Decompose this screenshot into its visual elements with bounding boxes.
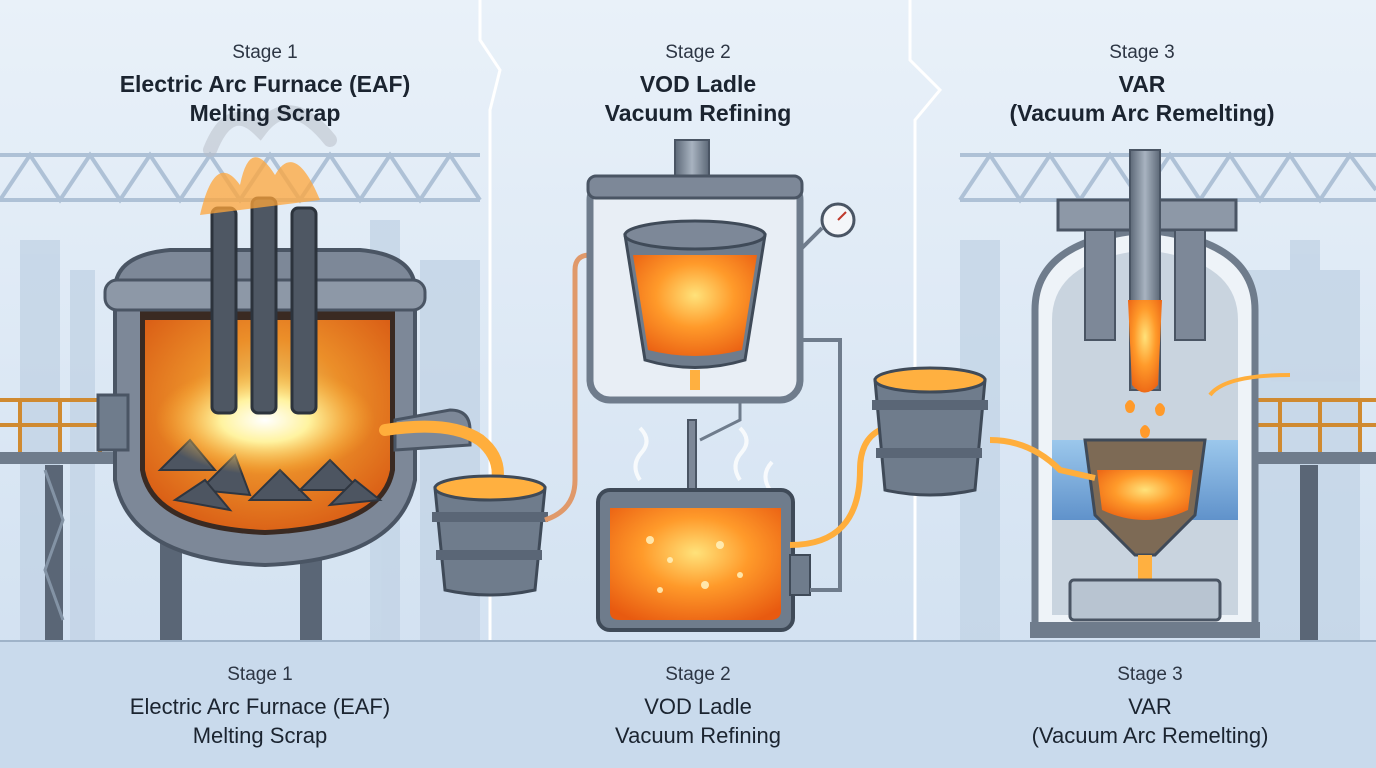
vod-ladle xyxy=(544,139,988,632)
stage-2-number-bottom: Stage 2 xyxy=(665,664,731,685)
stage-2-number-top: Stage 2 xyxy=(665,42,731,63)
stage-3-title-top: Stage 3 VAR (Vacuum Arc Remelting) xyxy=(922,42,1362,128)
stage-1-number-top: Stage 1 xyxy=(232,42,298,63)
stage-1-line2-bottom: Melting Scrap xyxy=(192,723,328,748)
stage-3-title-bottom: Stage 3 VAR (Vacuum Arc Remelting) xyxy=(930,664,1370,750)
stage-3-line2-bottom: (Vacuum Arc Remelting) xyxy=(1031,723,1269,748)
stage-1-title-top: Stage 1 Electric Arc Furnace (EAF) Melti… xyxy=(45,42,485,128)
stage-3-number-bottom: Stage 3 xyxy=(1117,664,1183,685)
stage-3-line1-top: VAR xyxy=(1118,71,1166,97)
stage-1-title-bottom: Stage 1 Electric Arc Furnace (EAF) Melti… xyxy=(40,664,480,750)
stage-3-line1-bottom: VAR xyxy=(1128,694,1172,719)
stage-1-line1-top: Electric Arc Furnace (EAF) xyxy=(119,71,411,97)
stage-1-line2-top: Melting Scrap xyxy=(189,100,341,126)
stage-2-title-bottom: Stage 2 VOD Ladle Vacuum Refining xyxy=(478,664,918,750)
stage-2-line2-bottom: Vacuum Refining xyxy=(615,723,781,748)
stage-2-line2-top: Vacuum Refining xyxy=(604,100,792,126)
panel-dividers xyxy=(478,0,943,640)
eaf-furnace xyxy=(0,105,548,640)
stage-3-number-top: Stage 3 xyxy=(1109,42,1175,63)
floor xyxy=(0,640,1376,768)
var-furnace xyxy=(989,149,1376,640)
stage-2-line1-top: VOD Ladle xyxy=(639,71,757,97)
stage-1-number-bottom: Stage 1 xyxy=(227,664,293,685)
stage-1-line1-bottom: Electric Arc Furnace (EAF) xyxy=(129,694,391,719)
stage-2-line1-bottom: VOD Ladle xyxy=(644,694,752,719)
stage-3-line2-top: (Vacuum Arc Remelting) xyxy=(1009,100,1275,126)
stage-2-title-top: Stage 2 VOD Ladle Vacuum Refining xyxy=(478,42,918,128)
